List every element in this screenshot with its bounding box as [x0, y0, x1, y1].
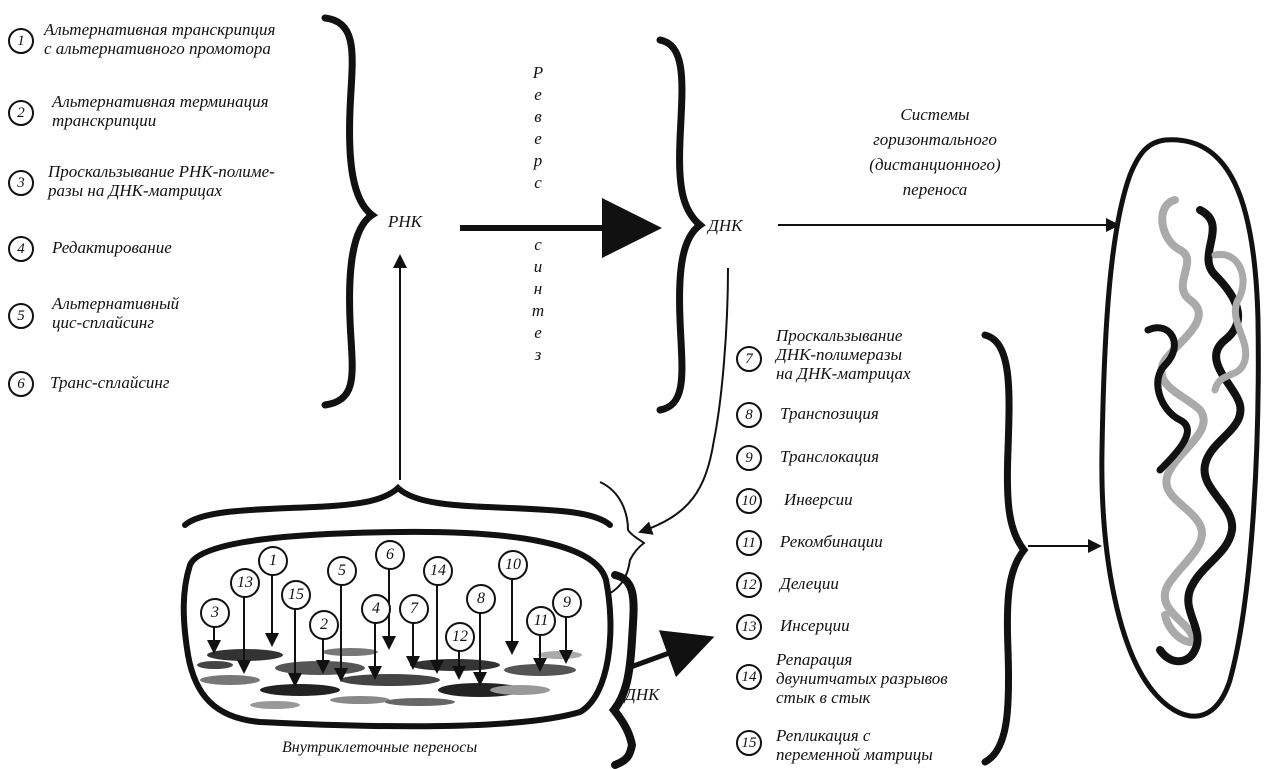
item-number: 11: [736, 530, 762, 556]
cell-to-list-arrow: [627, 630, 715, 678]
item-label: Редактирование: [52, 238, 172, 257]
item-number: 8: [736, 402, 762, 428]
item-number: 4: [8, 236, 34, 262]
item-number: 14: [736, 664, 762, 690]
cell-number: 14: [423, 556, 453, 586]
item-label: Инверсии: [784, 490, 853, 509]
cell-number: 1: [258, 546, 288, 576]
dna-strand-black: [1156, 206, 1245, 666]
item-number: 6: [8, 371, 34, 397]
cell-number: 3: [200, 598, 230, 628]
dna-strand-gray-2: [1211, 251, 1250, 394]
left-brace: [321, 14, 379, 409]
dna-strand-black-2: [1144, 324, 1191, 474]
item-label: Инсерции: [780, 616, 850, 635]
item-label: Транспозиция: [780, 404, 879, 423]
item-number: 1: [8, 28, 34, 54]
cell-right-brace: [608, 571, 638, 769]
item-number: 12: [736, 572, 762, 598]
item-number: 7: [736, 346, 762, 372]
cell-number: 4: [361, 594, 391, 624]
item-number: 9: [736, 445, 762, 471]
item-number: 13: [736, 614, 762, 640]
item-number: 15: [736, 730, 762, 756]
cell-number: 7: [399, 594, 429, 624]
item-label: Делеции: [780, 574, 839, 593]
cell-arrows: [207, 566, 573, 687]
cell-number: 11: [526, 606, 556, 636]
intracellular-transfer-label: Внутриклеточные переносы: [282, 739, 478, 756]
item-number: 2: [8, 100, 34, 126]
top-cell-brace: [182, 483, 613, 528]
right-list-brace: [981, 331, 1029, 766]
cell-number: 12: [445, 622, 475, 652]
cell-number: 9: [552, 588, 582, 618]
cell-number: 13: [230, 568, 260, 598]
cell-number: 15: [281, 580, 311, 610]
item-number: 3: [8, 170, 34, 196]
dna-down-curve-arrow: [638, 267, 729, 535]
item-number: 10: [736, 488, 762, 514]
dna-bottom-label: ДНК: [625, 685, 660, 704]
item-label: Транслокация: [780, 447, 880, 466]
small-brace: [599, 481, 646, 599]
cell-number: 8: [466, 584, 496, 614]
cell-number: 6: [375, 540, 405, 570]
rna-label: РНК: [388, 212, 422, 231]
dna-strand-gray: [1157, 196, 1208, 646]
cell-number: 10: [498, 550, 528, 580]
item-number: 5: [8, 303, 34, 329]
cell-number: 2: [309, 610, 339, 640]
dna-top-label: ДНК: [708, 216, 743, 235]
item-label: Транс-сплайсинг: [50, 373, 170, 392]
item-label: Проскальзывание РНК-полиме-разы на ДНК-м…: [48, 162, 275, 200]
item-label: Рекомбинации: [780, 532, 883, 551]
middle-brace: [656, 36, 706, 414]
cell-number: 5: [327, 556, 357, 586]
